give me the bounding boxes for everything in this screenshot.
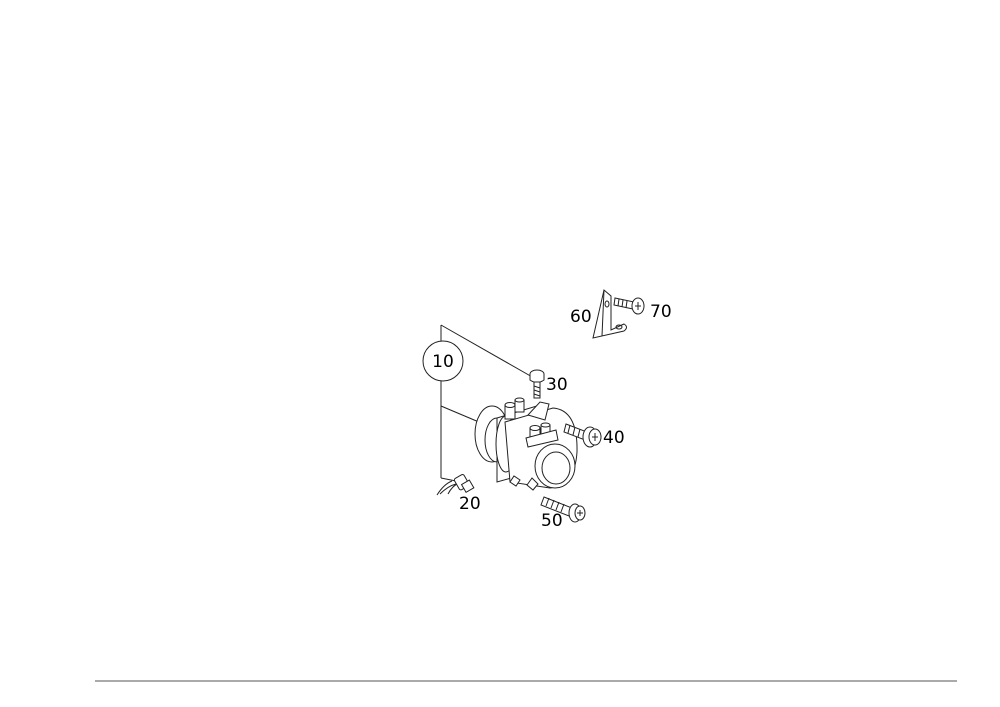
callout-40-label: 40: [603, 428, 625, 448]
bolt-50-icon[interactable]: [540, 496, 586, 523]
bolt-30-icon[interactable]: [529, 369, 545, 399]
callout-30-label: 30: [546, 375, 568, 395]
bolt-40-icon[interactable]: [563, 423, 602, 448]
callout-10[interactable]: 10: [422, 340, 464, 382]
screw-70-icon[interactable]: [613, 297, 645, 315]
bracket-icon[interactable]: [592, 289, 627, 339]
sensor-icon[interactable]: [436, 474, 475, 496]
compressor-icon[interactable]: [474, 397, 578, 491]
callout-70-label: 70: [650, 302, 672, 322]
callout-20-label: 20: [459, 494, 481, 514]
callout-10-label: 10: [432, 352, 454, 372]
callout-50-label: 50: [541, 511, 563, 531]
callout-60-label: 60: [570, 307, 592, 327]
